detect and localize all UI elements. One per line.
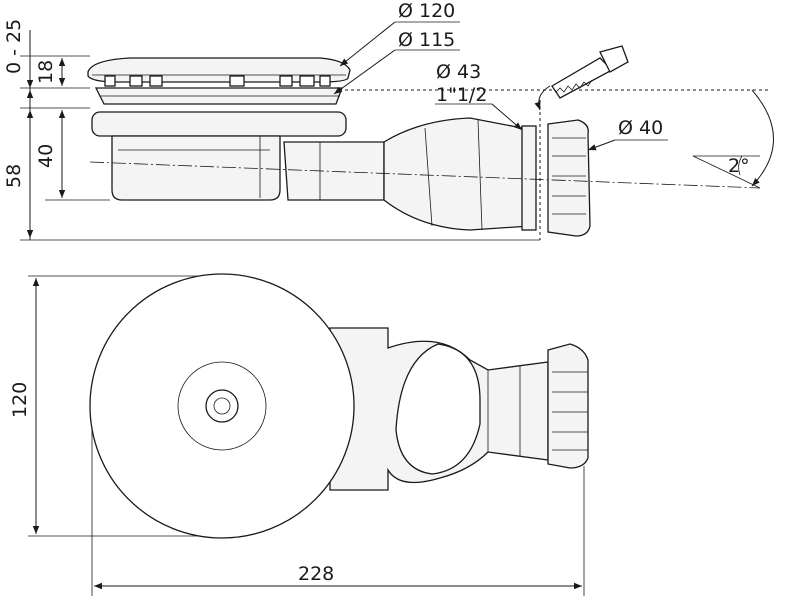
- side-view: Ø 120 Ø 115 Ø 43 1"1/2 Ø 40 2° 0 - 25 18…: [3, 0, 774, 241]
- cover-grille: [104, 75, 331, 87]
- outlet-nut-top: [547, 343, 589, 469]
- label-width: 120: [9, 382, 31, 418]
- label-height-adjust: 0 - 25: [3, 19, 25, 74]
- label-height-total: 58: [3, 164, 25, 188]
- label-dia-pipe: Ø 40: [618, 117, 663, 139]
- label-dia-outlet: Ø 43: [436, 61, 481, 83]
- label-height-body: 40: [35, 144, 57, 168]
- outlet-nut: [547, 119, 591, 237]
- label-thread: 1"1/2: [436, 84, 487, 106]
- outlet-pipe: [283, 141, 385, 201]
- drain-flange: [91, 111, 347, 137]
- label-dia-cover-outer: Ø 120: [398, 0, 455, 22]
- label-length: 228: [298, 563, 334, 585]
- top-view: 120 228: [9, 273, 589, 596]
- center-screw-icon: [205, 389, 239, 423]
- drain-body: [111, 135, 281, 201]
- label-dia-cover-inner: Ø 115: [398, 29, 455, 51]
- label-height-cover: 18: [35, 60, 57, 84]
- saw-icon: [534, 45, 629, 111]
- label-slope: 2°: [728, 155, 750, 177]
